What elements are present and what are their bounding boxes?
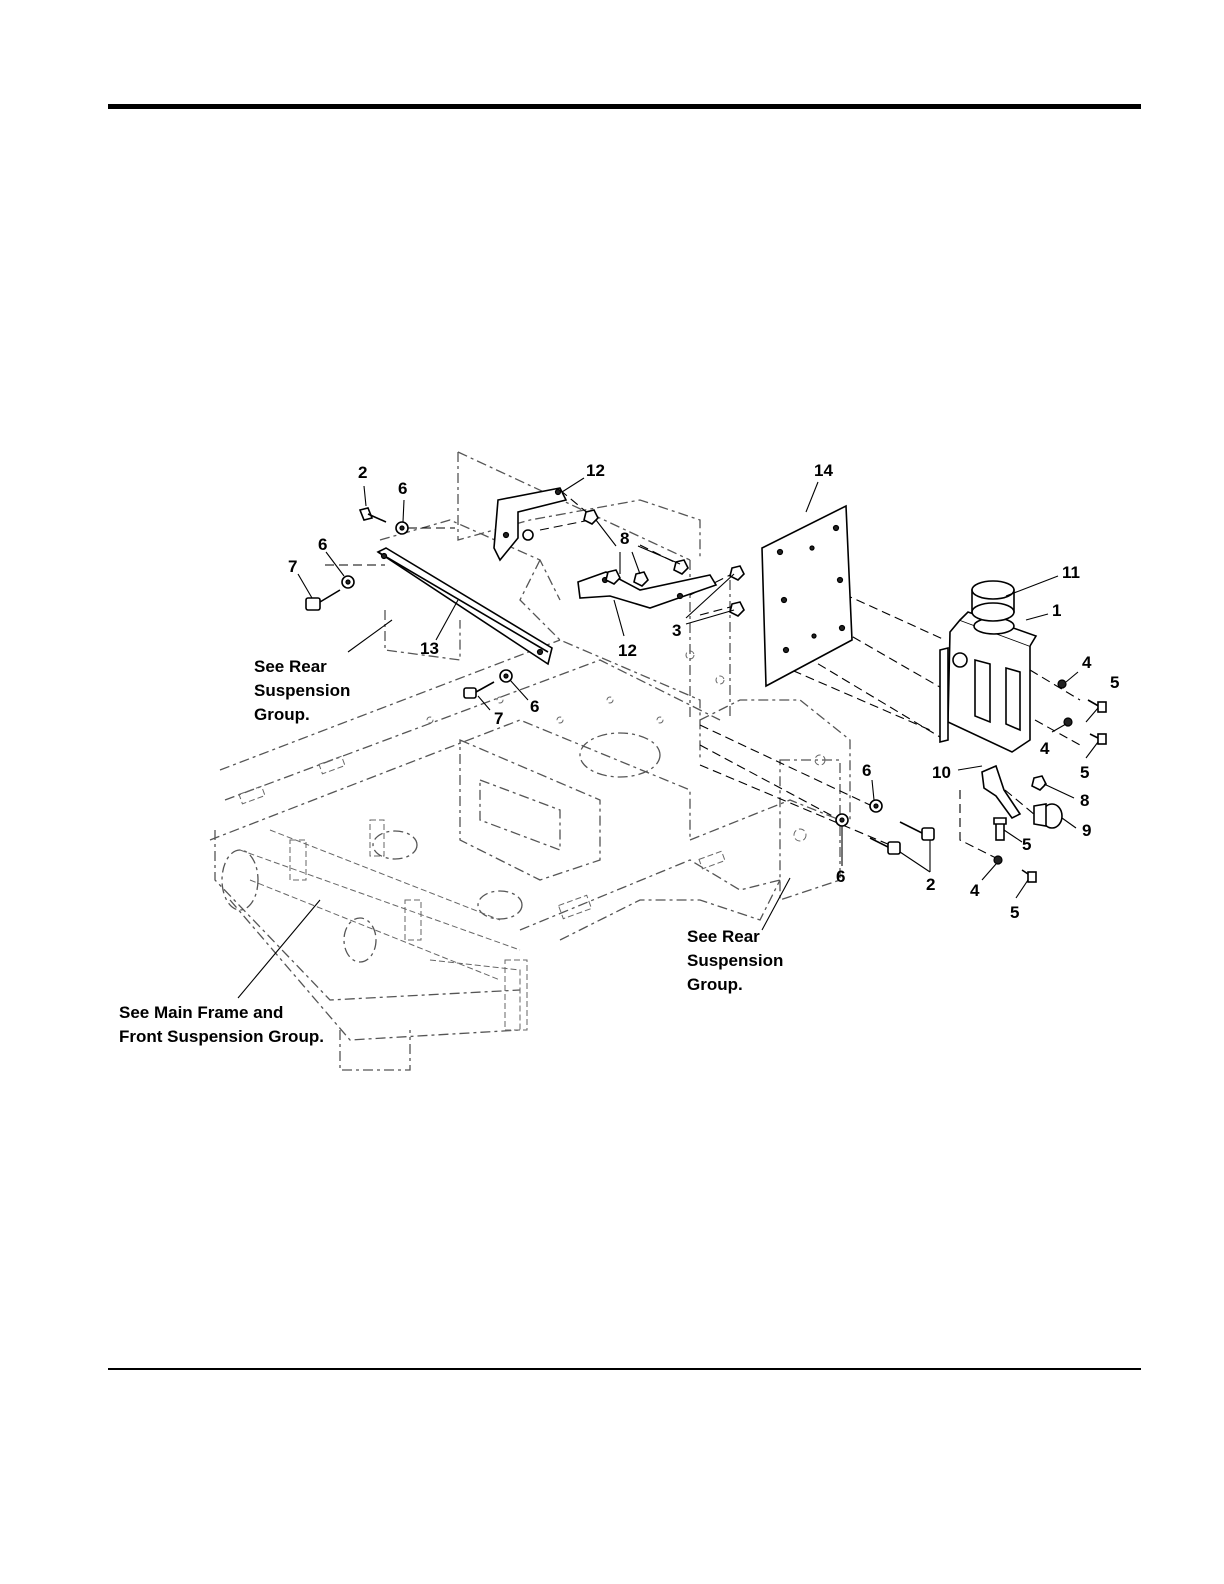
callout-6: 6 — [530, 697, 539, 716]
svg-text:Front Suspension Group.: Front Suspension Group. — [119, 1027, 324, 1046]
callout-4: 4 — [1040, 739, 1050, 758]
callout-6: 6 — [318, 535, 327, 554]
callout-8: 8 — [1080, 791, 1089, 810]
callout-2: 2 — [926, 875, 935, 894]
callout-3: 3 — [672, 621, 681, 640]
callout-7: 7 — [288, 557, 297, 576]
note-rear-suspension-left: See Rear Suspension Group. — [254, 657, 350, 724]
callout-7: 7 — [494, 709, 503, 728]
svg-text:Suspension: Suspension — [254, 681, 350, 700]
note-rear-suspension-right: See Rear Suspension Group. — [687, 927, 783, 994]
callout-14: 14 — [814, 461, 833, 480]
callout-1: 1 — [1052, 601, 1061, 620]
leader-lines — [238, 478, 1098, 998]
callout-12: 12 — [618, 641, 637, 660]
callout-5: 5 — [1110, 673, 1119, 692]
callout-12: 12 — [586, 461, 605, 480]
main-frame-outline — [210, 452, 850, 1070]
svg-text:See Rear: See Rear — [254, 657, 327, 676]
callout-6: 6 — [862, 761, 871, 780]
callout-5: 5 — [1080, 763, 1089, 782]
svg-text:See Rear: See Rear — [687, 927, 760, 946]
callout-4: 4 — [1082, 653, 1092, 672]
part-13-bar — [378, 548, 552, 664]
part-14-plate — [762, 506, 852, 686]
part-10-clip — [982, 766, 1020, 818]
callout-6: 6 — [398, 479, 407, 498]
callout-6: 6 — [836, 867, 845, 886]
callout-10: 10 — [932, 763, 951, 782]
callout-5: 5 — [1022, 835, 1031, 854]
svg-text:Suspension: Suspension — [687, 951, 783, 970]
callout-9: 9 — [1082, 821, 1091, 840]
svg-text:Group.: Group. — [254, 705, 310, 724]
note-main-frame: See Main Frame and Front Suspension Grou… — [119, 1003, 324, 1046]
callout-13: 13 — [420, 639, 439, 658]
callout-11: 11 — [1062, 563, 1080, 582]
svg-text:Group.: Group. — [687, 975, 743, 994]
callout-4: 4 — [970, 881, 980, 900]
callout-8: 8 — [620, 529, 629, 548]
part-9-clamp — [1034, 804, 1062, 828]
part-1-reservoir-tank — [940, 612, 1036, 752]
callout-5: 5 — [1010, 903, 1019, 922]
part-12-upper-bracket — [494, 488, 566, 560]
svg-text:See Main Frame and: See Main Frame and — [119, 1003, 283, 1022]
part-11-cap — [972, 581, 1014, 621]
callout-2: 2 — [358, 463, 367, 482]
